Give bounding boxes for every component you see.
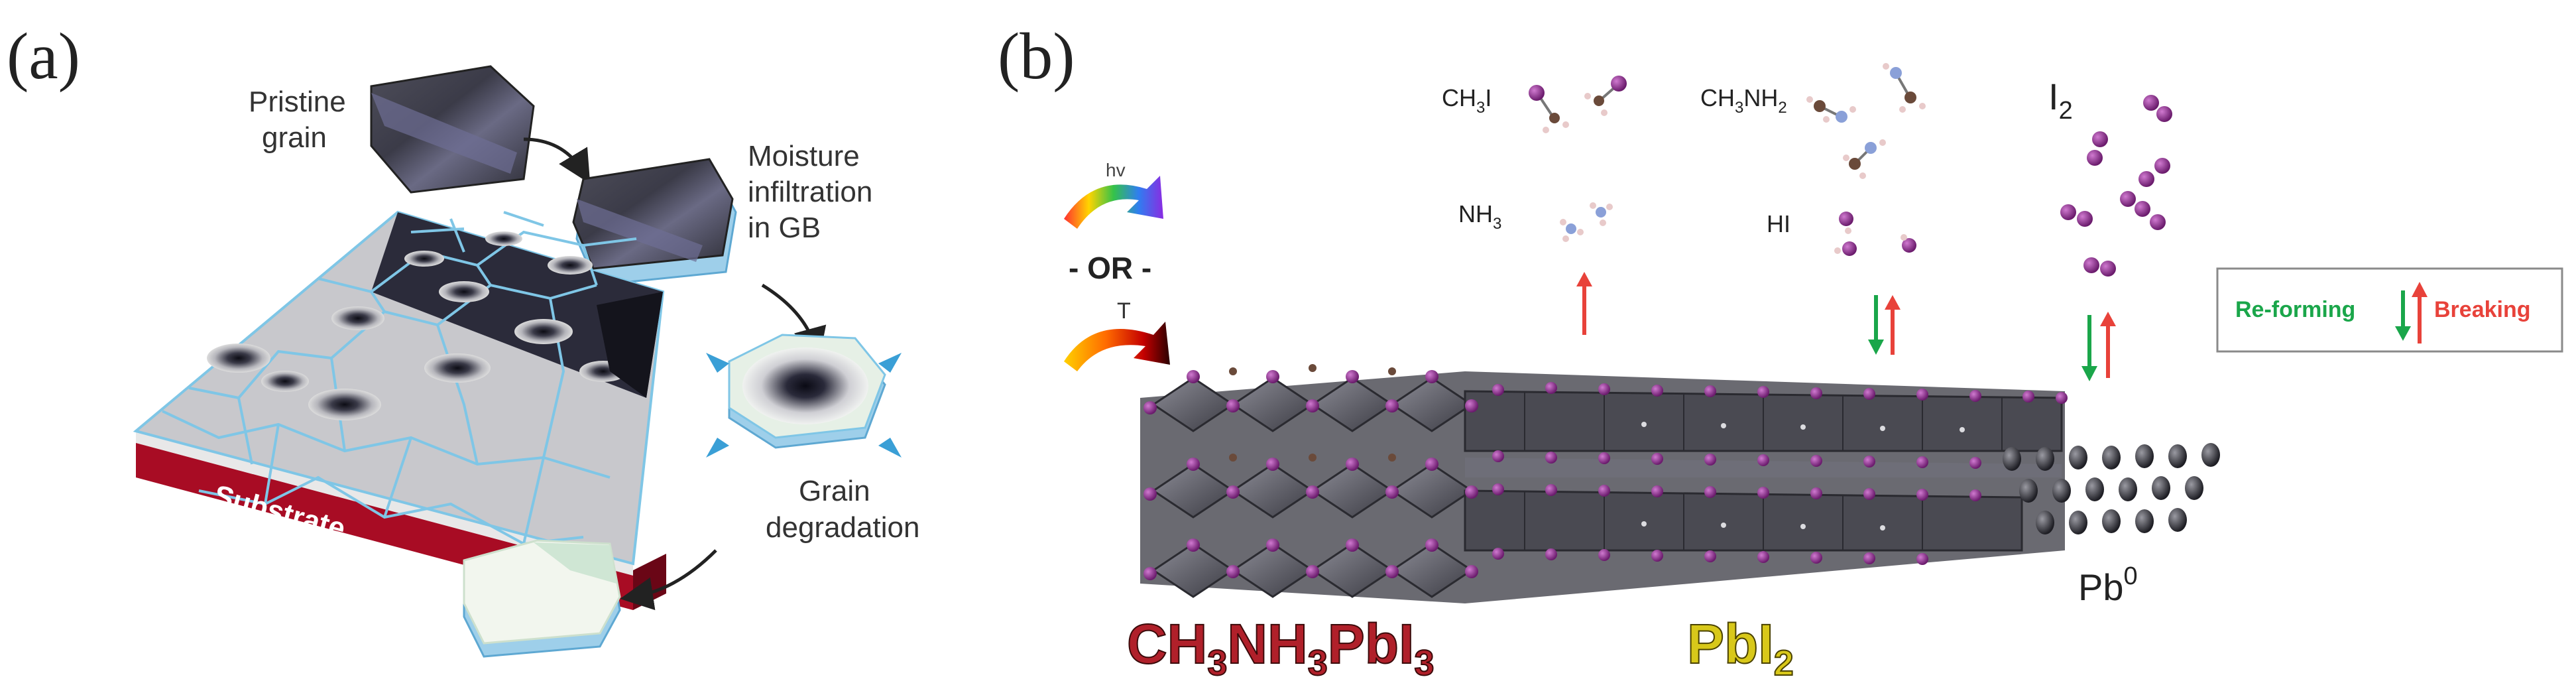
pristine-grain-icon [370,65,535,194]
panel-a-label: (a) [7,19,80,93]
nh3-label: NH3 [1458,200,1501,233]
degraded-grain-icon [463,539,621,658]
crystal-structure [1140,364,2068,603]
i2-breaking-arrow [2100,312,2116,378]
ch3i-molecules [1529,76,1627,133]
moisture-label-line1: Moisture [748,140,860,172]
compression-arrows [706,353,902,458]
hi-molecules [1834,212,1916,256]
arrow-3 [620,549,717,611]
i2-label: I2 [2048,76,2073,125]
ch3nh2-molecules [1806,63,1926,179]
pristine-grain-label-line2: grain [262,121,327,154]
legend-breaking: Breaking [2434,297,2531,322]
hi-label: HI [1767,210,1790,237]
pbi2-label: PbI2 [1687,613,1794,683]
i2-molecules [2060,95,2172,277]
hi-reforming-arrow [1868,295,1884,355]
panel-b-label: (b) [998,19,1075,93]
temperature-label: T [1117,298,1131,324]
hi-breaking-arrow [1885,295,1901,355]
moisture-label-line2: infiltration [748,176,872,208]
nh3-breaking-arrow [1576,272,1592,335]
degrading-grain-icon [728,334,886,449]
i2-reforming-arrow [2081,315,2097,381]
mapbi3-label: CH3NH3PbI3 [1127,613,1434,683]
heat-icon [1064,322,1170,371]
light-icon [1064,176,1163,229]
legend-box: Re-forming Breaking [2216,267,2563,353]
moisture-grain-icon [572,158,737,286]
ch3i-label: CH3I [1442,84,1492,117]
arrow-1 [523,137,591,184]
grain-degradation-line1: Grain [799,475,870,507]
pb0-label: Pb0 [2078,562,2138,608]
legend-reforming: Re-forming [2235,297,2355,322]
pb0-atoms [2003,443,2220,534]
nh3-molecules [1560,202,1613,242]
pristine-grain-label-line1: Pristine [249,86,346,118]
grain-degradation-line2: degradation [766,511,919,544]
hv-label: hv [1106,160,1126,180]
ch3nh2-label: CH3NH2 [1700,84,1787,117]
moisture-label-line3: in GB [748,212,821,244]
or-label: - OR - [1069,251,1151,285]
